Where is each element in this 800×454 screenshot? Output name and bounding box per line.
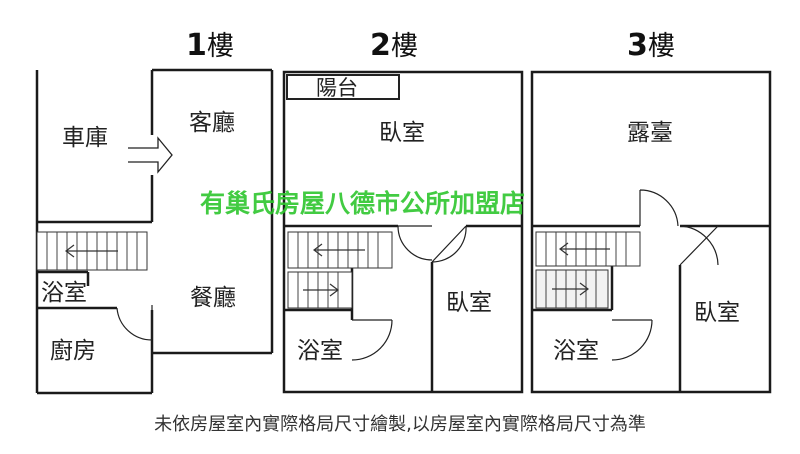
room-label: 臥室: [379, 120, 425, 146]
floor-1-stairs: [36, 231, 148, 271]
floor-2-stairs: [287, 231, 393, 309]
disclaimer-text: 未依房屋室內實際格局尺寸繪製,以房屋室內實際格局尺寸為準: [154, 414, 646, 435]
floor-3-title: 3樓: [627, 28, 675, 63]
watermark: 有巢氏房屋八德市公所加盟店: [200, 189, 525, 218]
floor-3-plan: 3樓: [530, 28, 772, 394]
room-label: 臥室: [446, 290, 492, 316]
room-label: 浴室: [297, 338, 343, 364]
room-label: 臥室: [694, 300, 740, 326]
room-label: 車庫: [62, 125, 108, 151]
garage-entry-arrow-icon: [128, 136, 173, 174]
room-label: 浴室: [553, 338, 599, 364]
room-label: 浴室: [41, 280, 87, 306]
floor-2-title: 2樓: [370, 28, 418, 63]
floor-1-plan: 1樓: [35, 28, 274, 395]
room-label: 廚房: [50, 338, 96, 364]
room-label: 陽台: [316, 76, 358, 100]
floor-3-stairs: [535, 231, 641, 309]
room-label: 客廳: [189, 110, 235, 136]
floor-2-plan: 2樓: [282, 28, 524, 394]
floor-1-title: 1樓: [186, 28, 234, 63]
room-label: 餐廳: [190, 285, 236, 311]
room-label: 露臺: [627, 120, 673, 146]
